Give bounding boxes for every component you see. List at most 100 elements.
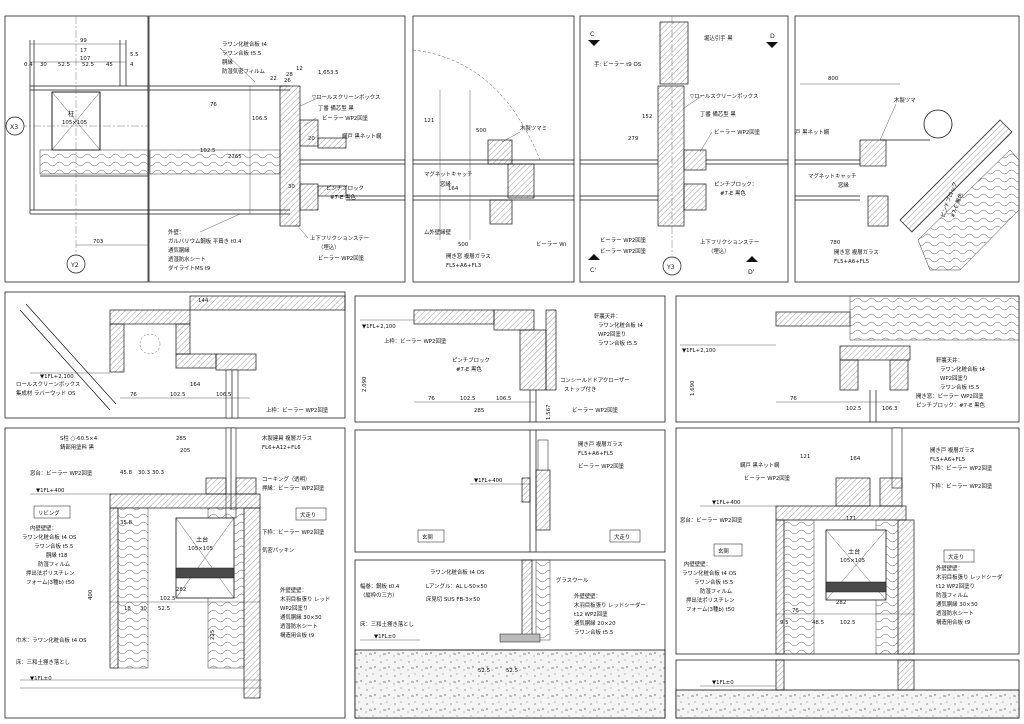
dim-30c: 30 bbox=[140, 606, 147, 612]
dim-4: 4 bbox=[130, 62, 134, 68]
panel-section-entry-floor-2: ▼1FL±0 bbox=[675, 659, 1020, 719]
ext-wall-layer-3-1: 木羽目板張り レッドシーダー bbox=[574, 601, 646, 609]
dim-121: 121 bbox=[424, 118, 434, 124]
screen-label-3: 網戸 黒ネット網 bbox=[740, 461, 780, 469]
eave-layer-3: ラワン合板 t5.5 bbox=[598, 339, 637, 347]
eave-ceiling-title: 軒裏天井： bbox=[594, 312, 621, 320]
wall-layer-2: ラワン合板 t5.5 bbox=[222, 49, 261, 57]
dim-500: 500 bbox=[476, 128, 487, 134]
dim-5-5: 5.5 bbox=[130, 52, 139, 58]
room-label-genkan-2: 玄関 bbox=[718, 547, 729, 555]
level-0-label: ▼1FL±0 bbox=[30, 676, 52, 682]
dim-0-4: 0.4 bbox=[24, 62, 33, 68]
panel-section-entry-door: ▼1FL+400 開き戸 複層ガラス FL5+A6+FL5 ビーラー WP2回塗… bbox=[354, 429, 666, 553]
grid-label-y3: Y3 bbox=[666, 264, 675, 271]
dim-164c: 164 bbox=[850, 456, 861, 462]
grid-marker-y2 bbox=[66, 254, 86, 274]
window-sill-label: 窓台：ビーラー WP2回塗 bbox=[30, 469, 93, 477]
casement-glass-spec: FL5+A6+FL3 bbox=[446, 263, 481, 269]
dim-282: 282 bbox=[176, 587, 186, 593]
roll-box-label: ロールスクリーンボックス bbox=[16, 380, 80, 388]
dim-106-3: 106.3 bbox=[882, 406, 897, 412]
sill-beam-size: 105×105 bbox=[188, 546, 213, 552]
dim-500b: 500 bbox=[458, 242, 469, 248]
sill-beam-label: 土台 bbox=[196, 536, 208, 544]
baseboard-label: 巾木：ラワン化粧合板 t4 OS bbox=[16, 636, 87, 644]
dim-102-5e: 102.5 bbox=[160, 596, 175, 602]
beeler-top-label: 手: ビーラー t9 OS bbox=[594, 60, 642, 68]
dim-52-5d: 52.5 bbox=[478, 668, 490, 674]
room-label-inukashiri: 犬走り bbox=[300, 511, 316, 519]
dim-102-5f: 102.5 bbox=[840, 620, 855, 626]
eave-layer-2b: WP2回塗り bbox=[940, 374, 968, 382]
friction-stay-note-2: （埋込） bbox=[708, 247, 730, 255]
floor-finish-label: 床：三和土掻き落とし bbox=[16, 658, 70, 666]
ext-wall-layer-3-2: t12 WP2回塗 bbox=[574, 610, 608, 618]
roll-screen-box-label-2: ▽ロールスクリーンボックス bbox=[690, 92, 758, 100]
lower-frame-label-3: 下枠：ビーラー WP2回塗 bbox=[930, 482, 993, 490]
steel-trim-note: （縦枠の三方） bbox=[360, 591, 398, 599]
upper-frame-label-b: 上枠：ビーラー WP2回塗 bbox=[384, 337, 447, 345]
angle-label: Lアングル：AL L-50×50 bbox=[426, 582, 488, 590]
panel-plan-y3: Y3 C D C' D' 手: ビーラー t9 OS 堀込引手 黒 ▽ロールスク… bbox=[579, 15, 789, 283]
grid-marker-x3 bbox=[5, 116, 25, 136]
section-mark-c-prime: C' bbox=[590, 267, 596, 274]
ext-wall-layer-4-1: 木羽目板張り レッドシーダ bbox=[936, 573, 1003, 581]
dim-400: 400 bbox=[88, 589, 94, 600]
friction-stay-label-2: 上下フリクションステー bbox=[700, 238, 759, 246]
dim-282b: 282 bbox=[836, 600, 846, 606]
panel-plan-window-mid: 121 500 500 164 木製ツマミ マグネットキャッチ 窓縁 ム外壁縁壁… bbox=[412, 15, 575, 283]
ext-wall-layer-2-1: 木羽目板張り レッド bbox=[280, 595, 330, 603]
airtight-packing-label: 気密パッキン bbox=[262, 546, 294, 554]
door-closer-label: コンシールドドアクローザー bbox=[560, 377, 630, 384]
int-wall-layer-5: 押出法ポリスチレン bbox=[26, 569, 75, 577]
dim-800: 800 bbox=[828, 76, 839, 82]
dim-52-5b: 52.5 bbox=[82, 62, 94, 68]
dim-30b: 30 bbox=[288, 184, 295, 190]
wood-fixture-label: 木製建具 複層ガラス bbox=[262, 434, 312, 442]
steel-column-label: S柱 ○-60.5×4 bbox=[60, 434, 98, 442]
dim-164: 164 bbox=[448, 186, 459, 192]
dim-99: 99 bbox=[80, 38, 87, 44]
window-frame-label: 窓縁 bbox=[440, 180, 451, 188]
dim-106-5b: 106.5 bbox=[216, 392, 231, 398]
room-label-inukashiri-3: 犬走り bbox=[948, 553, 964, 561]
dim-22: 22 bbox=[270, 76, 277, 82]
eave-layer-3b: ラワン合板 t5.5 bbox=[940, 383, 979, 391]
dim-279: 279 bbox=[628, 136, 639, 142]
window-sill-label-2: 窓台：ビーラー WP2回塗 bbox=[680, 516, 743, 524]
upper-frame-label: 上枠：ビーラー WP2回塗 bbox=[266, 406, 329, 414]
int-wall-layer-6: フォーム(3種b) t50 bbox=[26, 578, 75, 586]
dim-102-5: 102.5 bbox=[200, 148, 215, 154]
section-mark-d-prime: D' bbox=[748, 269, 755, 276]
room-label-living: リビング bbox=[38, 509, 60, 517]
dim-35-8: 35.8 bbox=[120, 520, 133, 526]
dim-106-5: 106.5 bbox=[252, 116, 267, 122]
hinge-label-2: 丁番 備芯型 黒 bbox=[700, 110, 736, 118]
dim-1690: 1,690 bbox=[690, 380, 696, 396]
magnet-catch-label: マグネットキャッチ bbox=[424, 170, 473, 178]
magnet-catch-label-2: マグネットキャッチ bbox=[808, 172, 857, 180]
dim-2765: 2765 bbox=[228, 154, 242, 160]
int-wall-layer-2-2: ラワン合板 t5.5 bbox=[694, 578, 733, 586]
level-0-label-3: ▼1FL±0 bbox=[712, 680, 734, 686]
beeler-label-e: ビーラー WP2回塗 bbox=[578, 462, 625, 470]
ext-wall-title: 外壁： bbox=[168, 228, 184, 236]
int-wall-layer-2-5: フォーム(3種b) t50 bbox=[686, 605, 735, 613]
dim-30-3a: 30.3 bbox=[138, 470, 150, 476]
pinch-block-color-2: #7-E 黒色 bbox=[720, 189, 746, 197]
door-glass-spec: FL5+A6+FL5 bbox=[578, 451, 613, 457]
dim-9-5: 9.5 bbox=[780, 620, 789, 626]
panel-plan-x3-y2: 柱 105×105 99 17 107 5.5 0.4 30 52.5 52.5… bbox=[4, 15, 241, 283]
dim-76b: 76 bbox=[130, 392, 137, 398]
post-size-label: 105×105 bbox=[62, 120, 87, 126]
room-label-inukashiri-2: 犬走り bbox=[614, 533, 630, 541]
int-wall-layer-4: 防湿フィルム bbox=[38, 560, 71, 568]
grid-marker-y3 bbox=[662, 256, 682, 276]
int-wall-layer-2: ラワン合板 t5.5 bbox=[34, 542, 73, 550]
dim-205: 205 bbox=[180, 448, 190, 454]
dim-171: 171 bbox=[846, 516, 856, 522]
dim-17: 17 bbox=[80, 48, 87, 54]
level-0-label-2: ▼1FL±0 bbox=[374, 634, 396, 640]
pinch-block-label: ピンチブロック bbox=[326, 184, 364, 192]
